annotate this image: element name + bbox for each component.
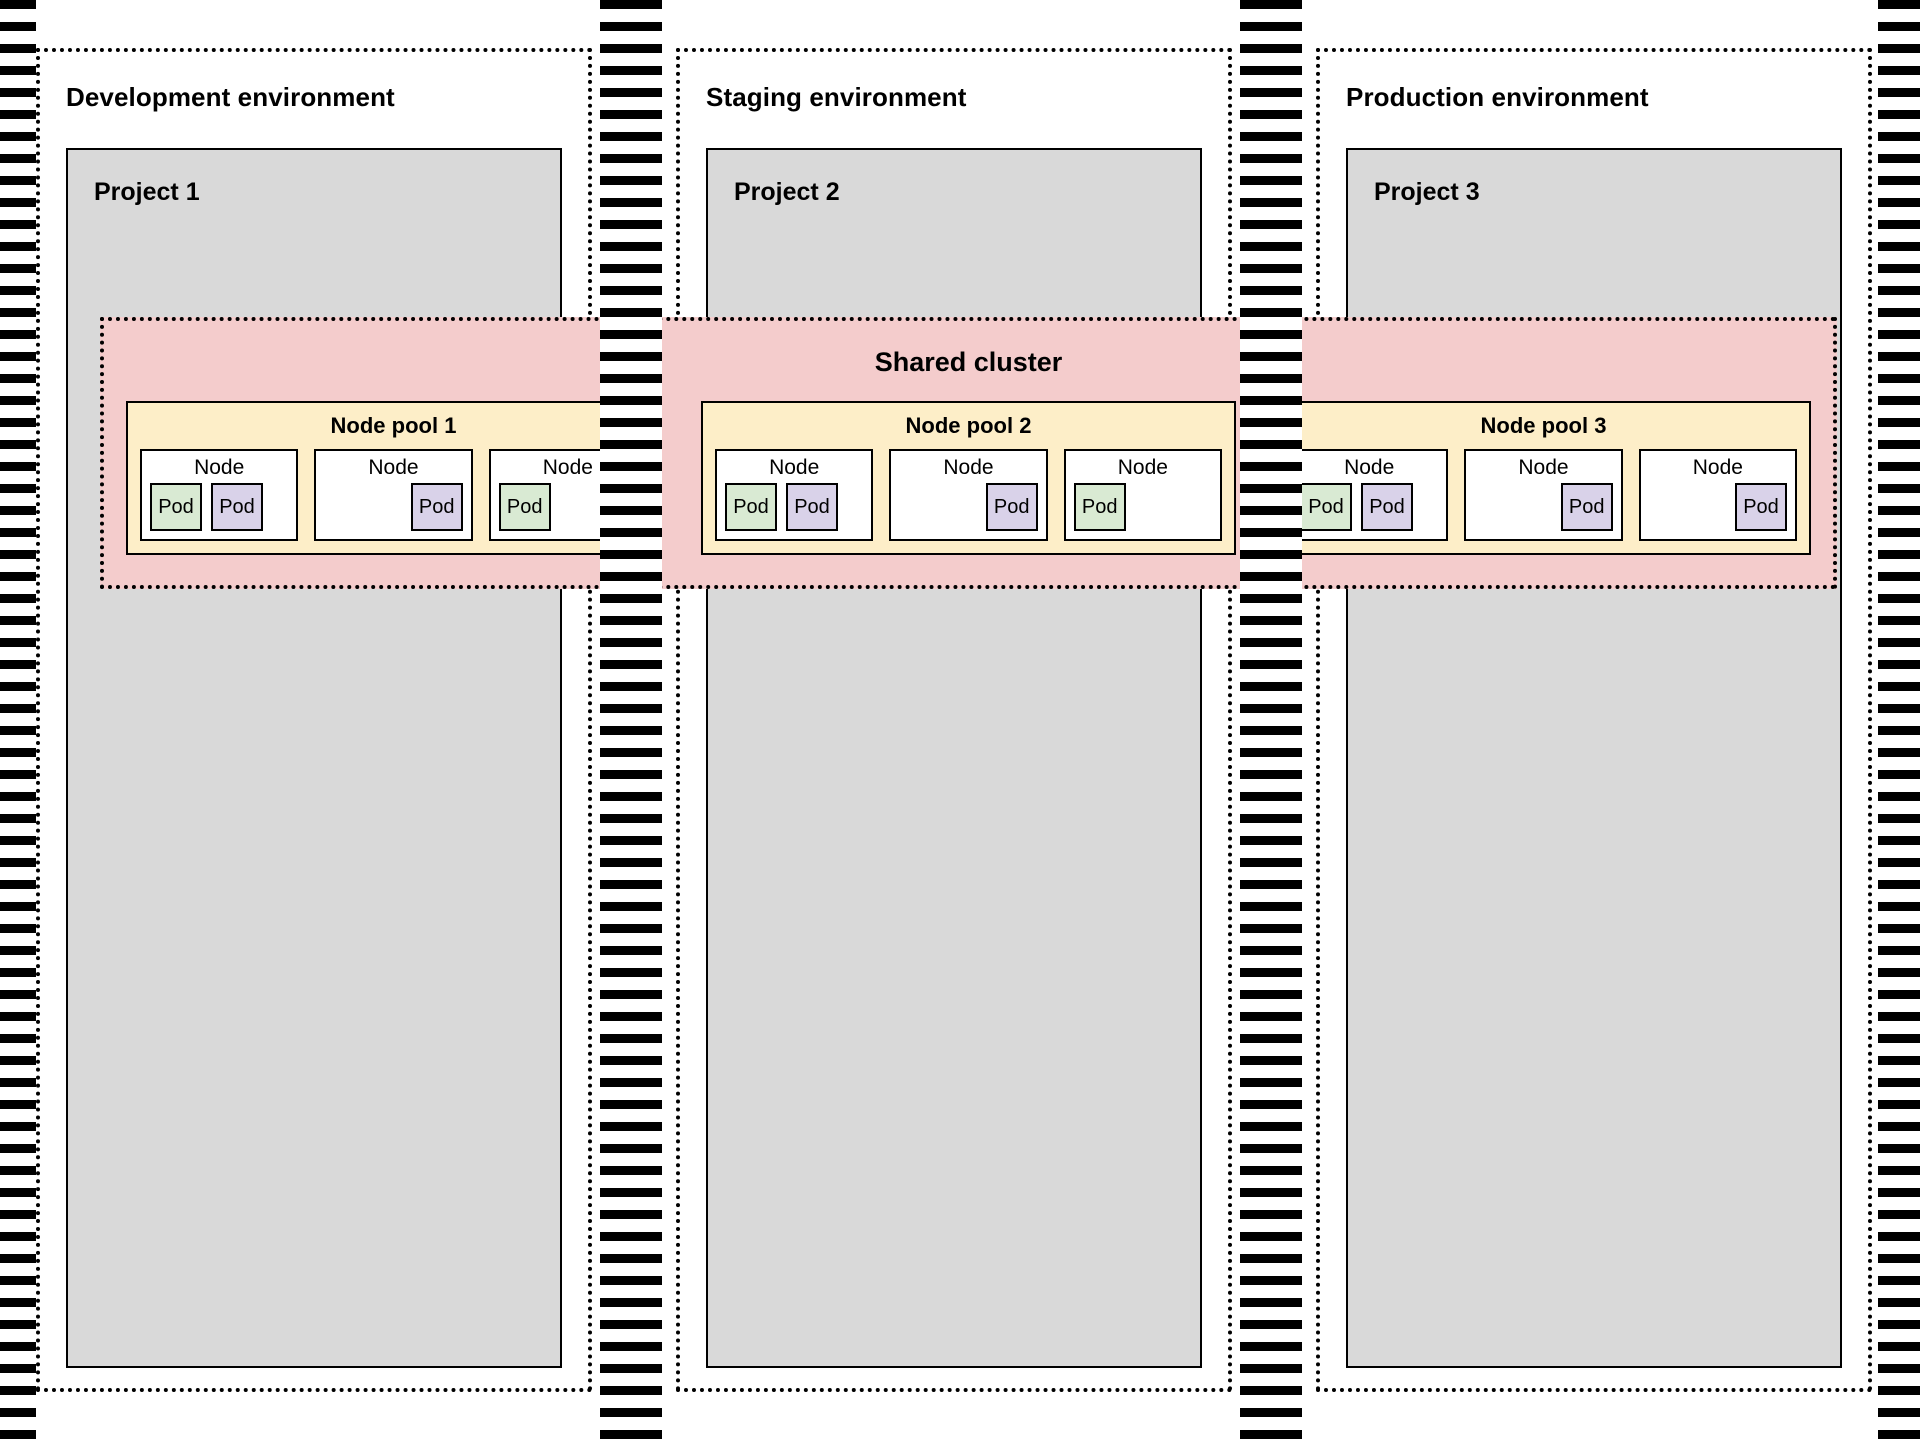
- environment-title: Production environment: [1346, 82, 1649, 112]
- pod-purple[interactable]: Pod: [1734, 483, 1787, 532]
- node-pool-title: Node pool 3: [1480, 413, 1607, 438]
- node-pool-title: Node pool 2: [905, 413, 1032, 438]
- pod-green[interactable]: Pod: [150, 483, 202, 532]
- node-label: Node: [194, 456, 245, 479]
- pod-purple[interactable]: Pod: [1560, 483, 1613, 532]
- pod-container: Pod: [899, 483, 1038, 532]
- project-title: Project 2: [734, 178, 840, 206]
- pod-purple[interactable]: Pod: [410, 483, 463, 532]
- environment-staging[interactable]: Staging environment Project 2: [676, 48, 1232, 1392]
- hatched-separator-2: [1240, 0, 1302, 1440]
- pod-purple[interactable]: Pod: [211, 483, 263, 532]
- pod-green[interactable]: Pod: [725, 483, 777, 532]
- project-title: Project 1: [94, 178, 200, 206]
- pod-container: Pod: [498, 483, 637, 532]
- node-pool-title: Node pool 1: [330, 413, 457, 438]
- project-title: Project 3: [1374, 178, 1480, 206]
- pod-container: Pod: [1649, 483, 1787, 532]
- pod-green[interactable]: Pod: [498, 483, 551, 532]
- node-label: Node: [1692, 456, 1743, 479]
- pod-container: Pod: [1073, 483, 1212, 532]
- pod-container: Pod: [324, 483, 463, 532]
- hatched-separator-right: [1878, 0, 1920, 1440]
- node-label: Node: [1117, 456, 1168, 479]
- node-label: Node: [769, 456, 820, 479]
- environment-development[interactable]: Development environment Project 1: [36, 48, 592, 1392]
- pod-purple[interactable]: Pod: [1361, 483, 1413, 532]
- pod-purple[interactable]: Pod: [786, 483, 838, 532]
- node-label: Node: [368, 456, 419, 479]
- environment-production[interactable]: Production environment Project 3: [1316, 48, 1872, 1392]
- node-label: Node: [943, 456, 994, 479]
- node-label: Node: [1344, 456, 1395, 479]
- hatched-separator-1: [600, 0, 662, 1440]
- node-label: Node: [1518, 456, 1569, 479]
- pod-green[interactable]: Pod: [1300, 483, 1352, 532]
- hatched-separator-left: [0, 0, 36, 1440]
- environment-title: Staging environment: [706, 82, 967, 112]
- environment-title: Development environment: [66, 82, 395, 112]
- pod-container: Pod: [1474, 483, 1613, 532]
- pod-green[interactable]: Pod: [1073, 483, 1126, 532]
- shared-cluster-title: Shared cluster: [874, 347, 1063, 377]
- node-label: Node: [542, 456, 593, 479]
- pod-purple[interactable]: Pod: [985, 483, 1038, 532]
